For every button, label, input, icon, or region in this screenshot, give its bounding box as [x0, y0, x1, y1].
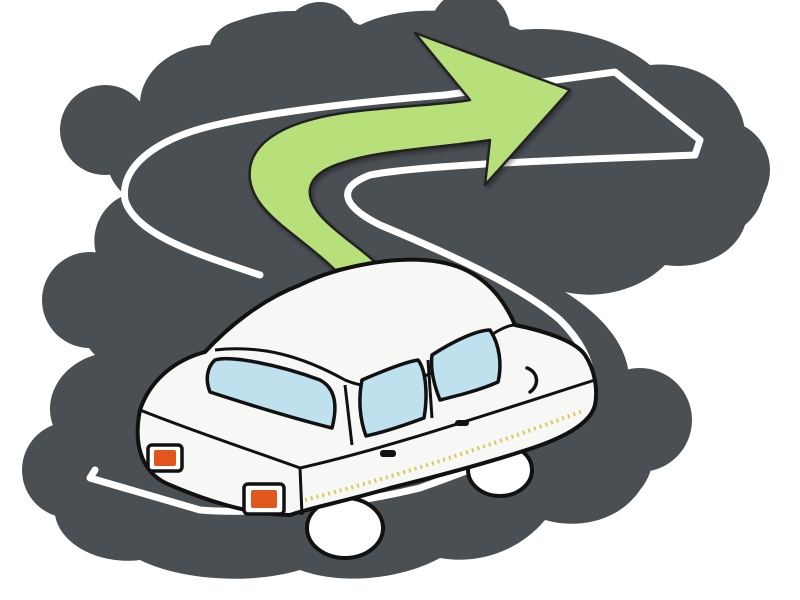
car-door-handle [380, 450, 396, 457]
car-icon [135, 257, 599, 560]
winding-road-icon [86, 68, 704, 515]
car-headlight-left [146, 443, 184, 473]
car-side-window-rear [429, 328, 502, 402]
car-side-window-front [358, 358, 428, 438]
car-windshield [205, 356, 337, 430]
curved-arrow-icon [248, 31, 572, 272]
car-headlight-right [242, 482, 286, 516]
